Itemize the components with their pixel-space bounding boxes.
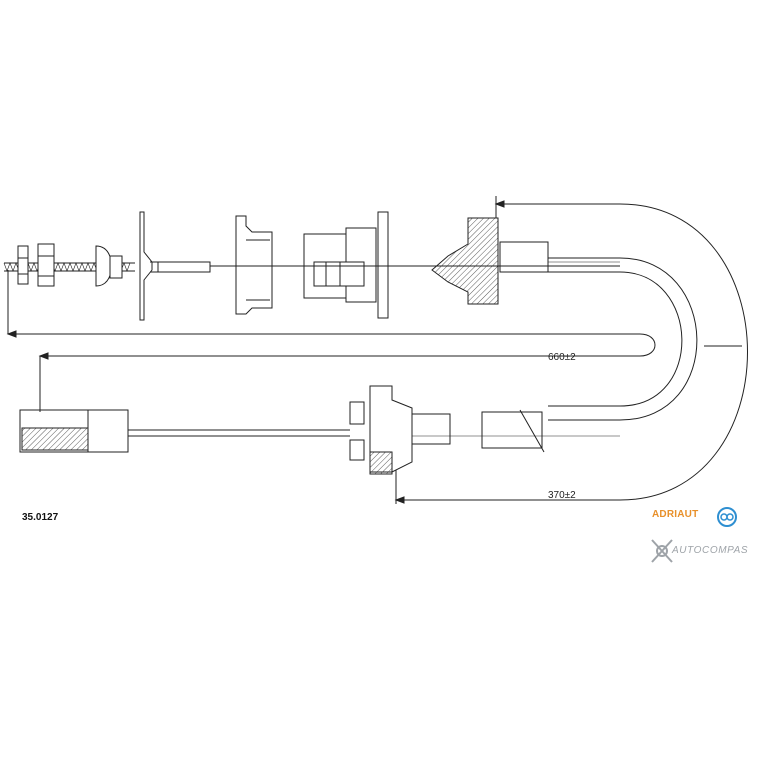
washer-half-round <box>95 245 123 287</box>
rubber-grommet <box>235 215 273 315</box>
watermark-icon <box>651 539 673 563</box>
hex-nut-1 <box>17 245 29 285</box>
lower-sheath-fitting <box>349 385 620 475</box>
brand-logo-icon <box>717 507 737 527</box>
lower-end-fitting <box>19 409 350 453</box>
part-number: 35.0127 <box>22 512 59 523</box>
cable-sheath-bend <box>548 257 742 421</box>
hex-nut-2 <box>37 243 55 287</box>
dimension-total-length <box>6 270 656 412</box>
bracket-plate <box>139 211 211 321</box>
adjuster-body <box>303 211 389 319</box>
sheath-end-fitting <box>430 217 620 305</box>
brand-logo-text: ADRIAUT <box>652 509 699 520</box>
dimension-sheath-length <box>394 196 748 504</box>
dimension-label-total: 660±2 <box>548 352 576 363</box>
watermark-text: AUTOCOMPAS <box>672 545 749 556</box>
dimension-label-sheath: 370±2 <box>548 490 576 501</box>
